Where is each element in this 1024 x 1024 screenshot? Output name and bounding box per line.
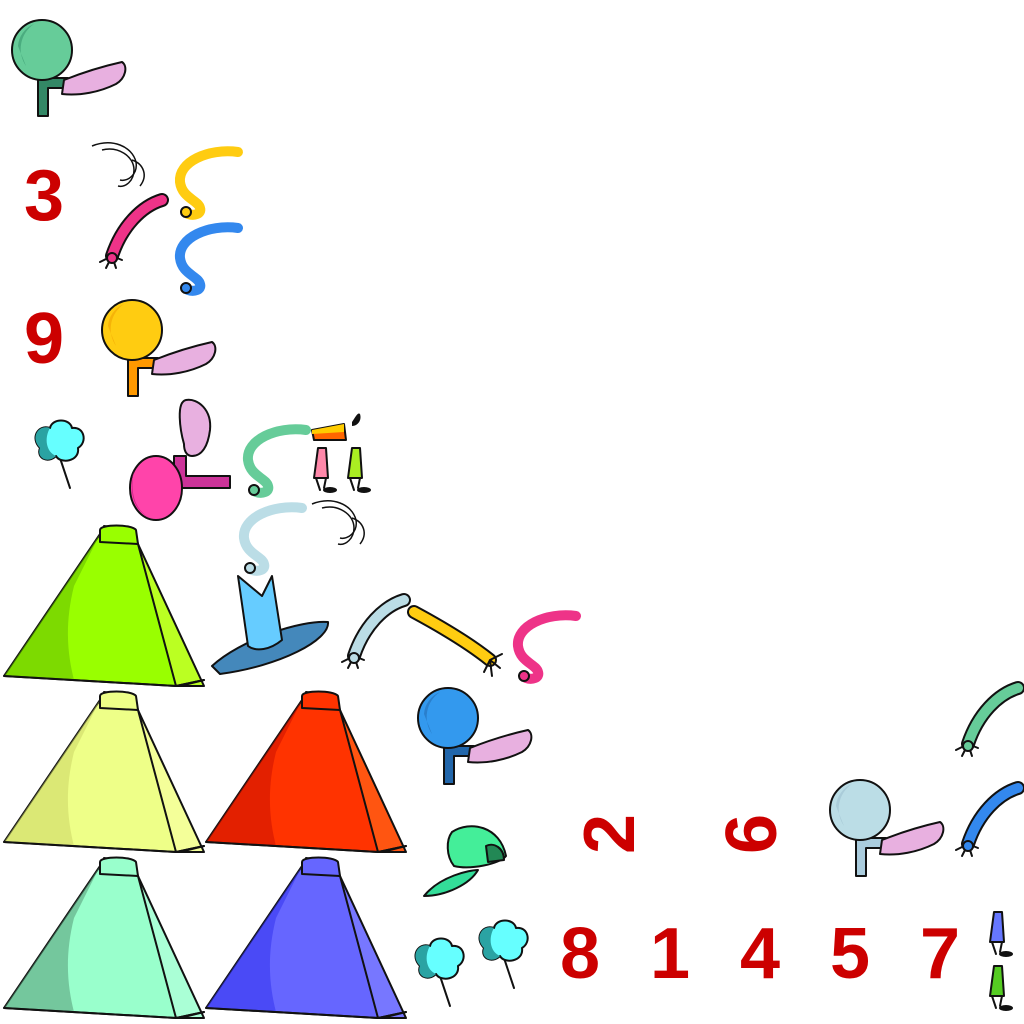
pyramid-yellow	[3, 690, 205, 853]
arm-pink-icon	[100, 200, 162, 268]
wizard-hat-icon	[211, 575, 330, 675]
carrot-nose-icon	[311, 413, 361, 441]
boot-pink-icon	[313, 447, 338, 494]
arm-blue-icon	[180, 227, 238, 293]
digit-3: 3	[23, 156, 65, 236]
boot-green-icon	[989, 965, 1014, 1012]
arm-pink-curl-icon	[518, 615, 576, 681]
flower-cyan-3-icon	[478, 919, 529, 989]
baseball-cap-icon	[423, 825, 507, 897]
flower-cyan-2-icon	[414, 937, 465, 1007]
digit-8: 8	[559, 914, 601, 994]
pink-ball-character	[129, 398, 231, 521]
flower-cyan-icon	[34, 419, 85, 489]
hair-curl-2-icon	[311, 500, 365, 546]
digit-5: 5	[829, 914, 871, 994]
arm-green-icon	[956, 688, 1018, 756]
pyramid-lime	[3, 524, 205, 687]
tree-character-orange	[101, 299, 217, 397]
pyramid-red	[205, 690, 407, 853]
pyramid-mint	[3, 856, 205, 1019]
arm-green-curl-icon	[248, 429, 306, 495]
tree-character-green	[11, 19, 127, 117]
pyramid-blue	[205, 856, 407, 1019]
arm-lightblue-icon	[342, 600, 404, 668]
boot-blue-icon	[989, 911, 1014, 958]
hair-curl-icon	[91, 142, 145, 188]
arm-lightblue-curl-icon	[244, 507, 302, 573]
digit-9: 9	[23, 299, 65, 379]
digit-4: 4	[739, 914, 781, 994]
arm-yellow-icon	[180, 151, 238, 217]
tree-character-lightblue	[829, 779, 945, 877]
arm-blue-2-icon	[956, 788, 1018, 856]
boot-lime-icon	[347, 447, 372, 494]
arm-yellow-long-icon	[407, 605, 503, 677]
tree-character-blue	[417, 687, 533, 785]
digit-7: 7	[919, 914, 961, 994]
digit-1: 1	[649, 914, 691, 994]
